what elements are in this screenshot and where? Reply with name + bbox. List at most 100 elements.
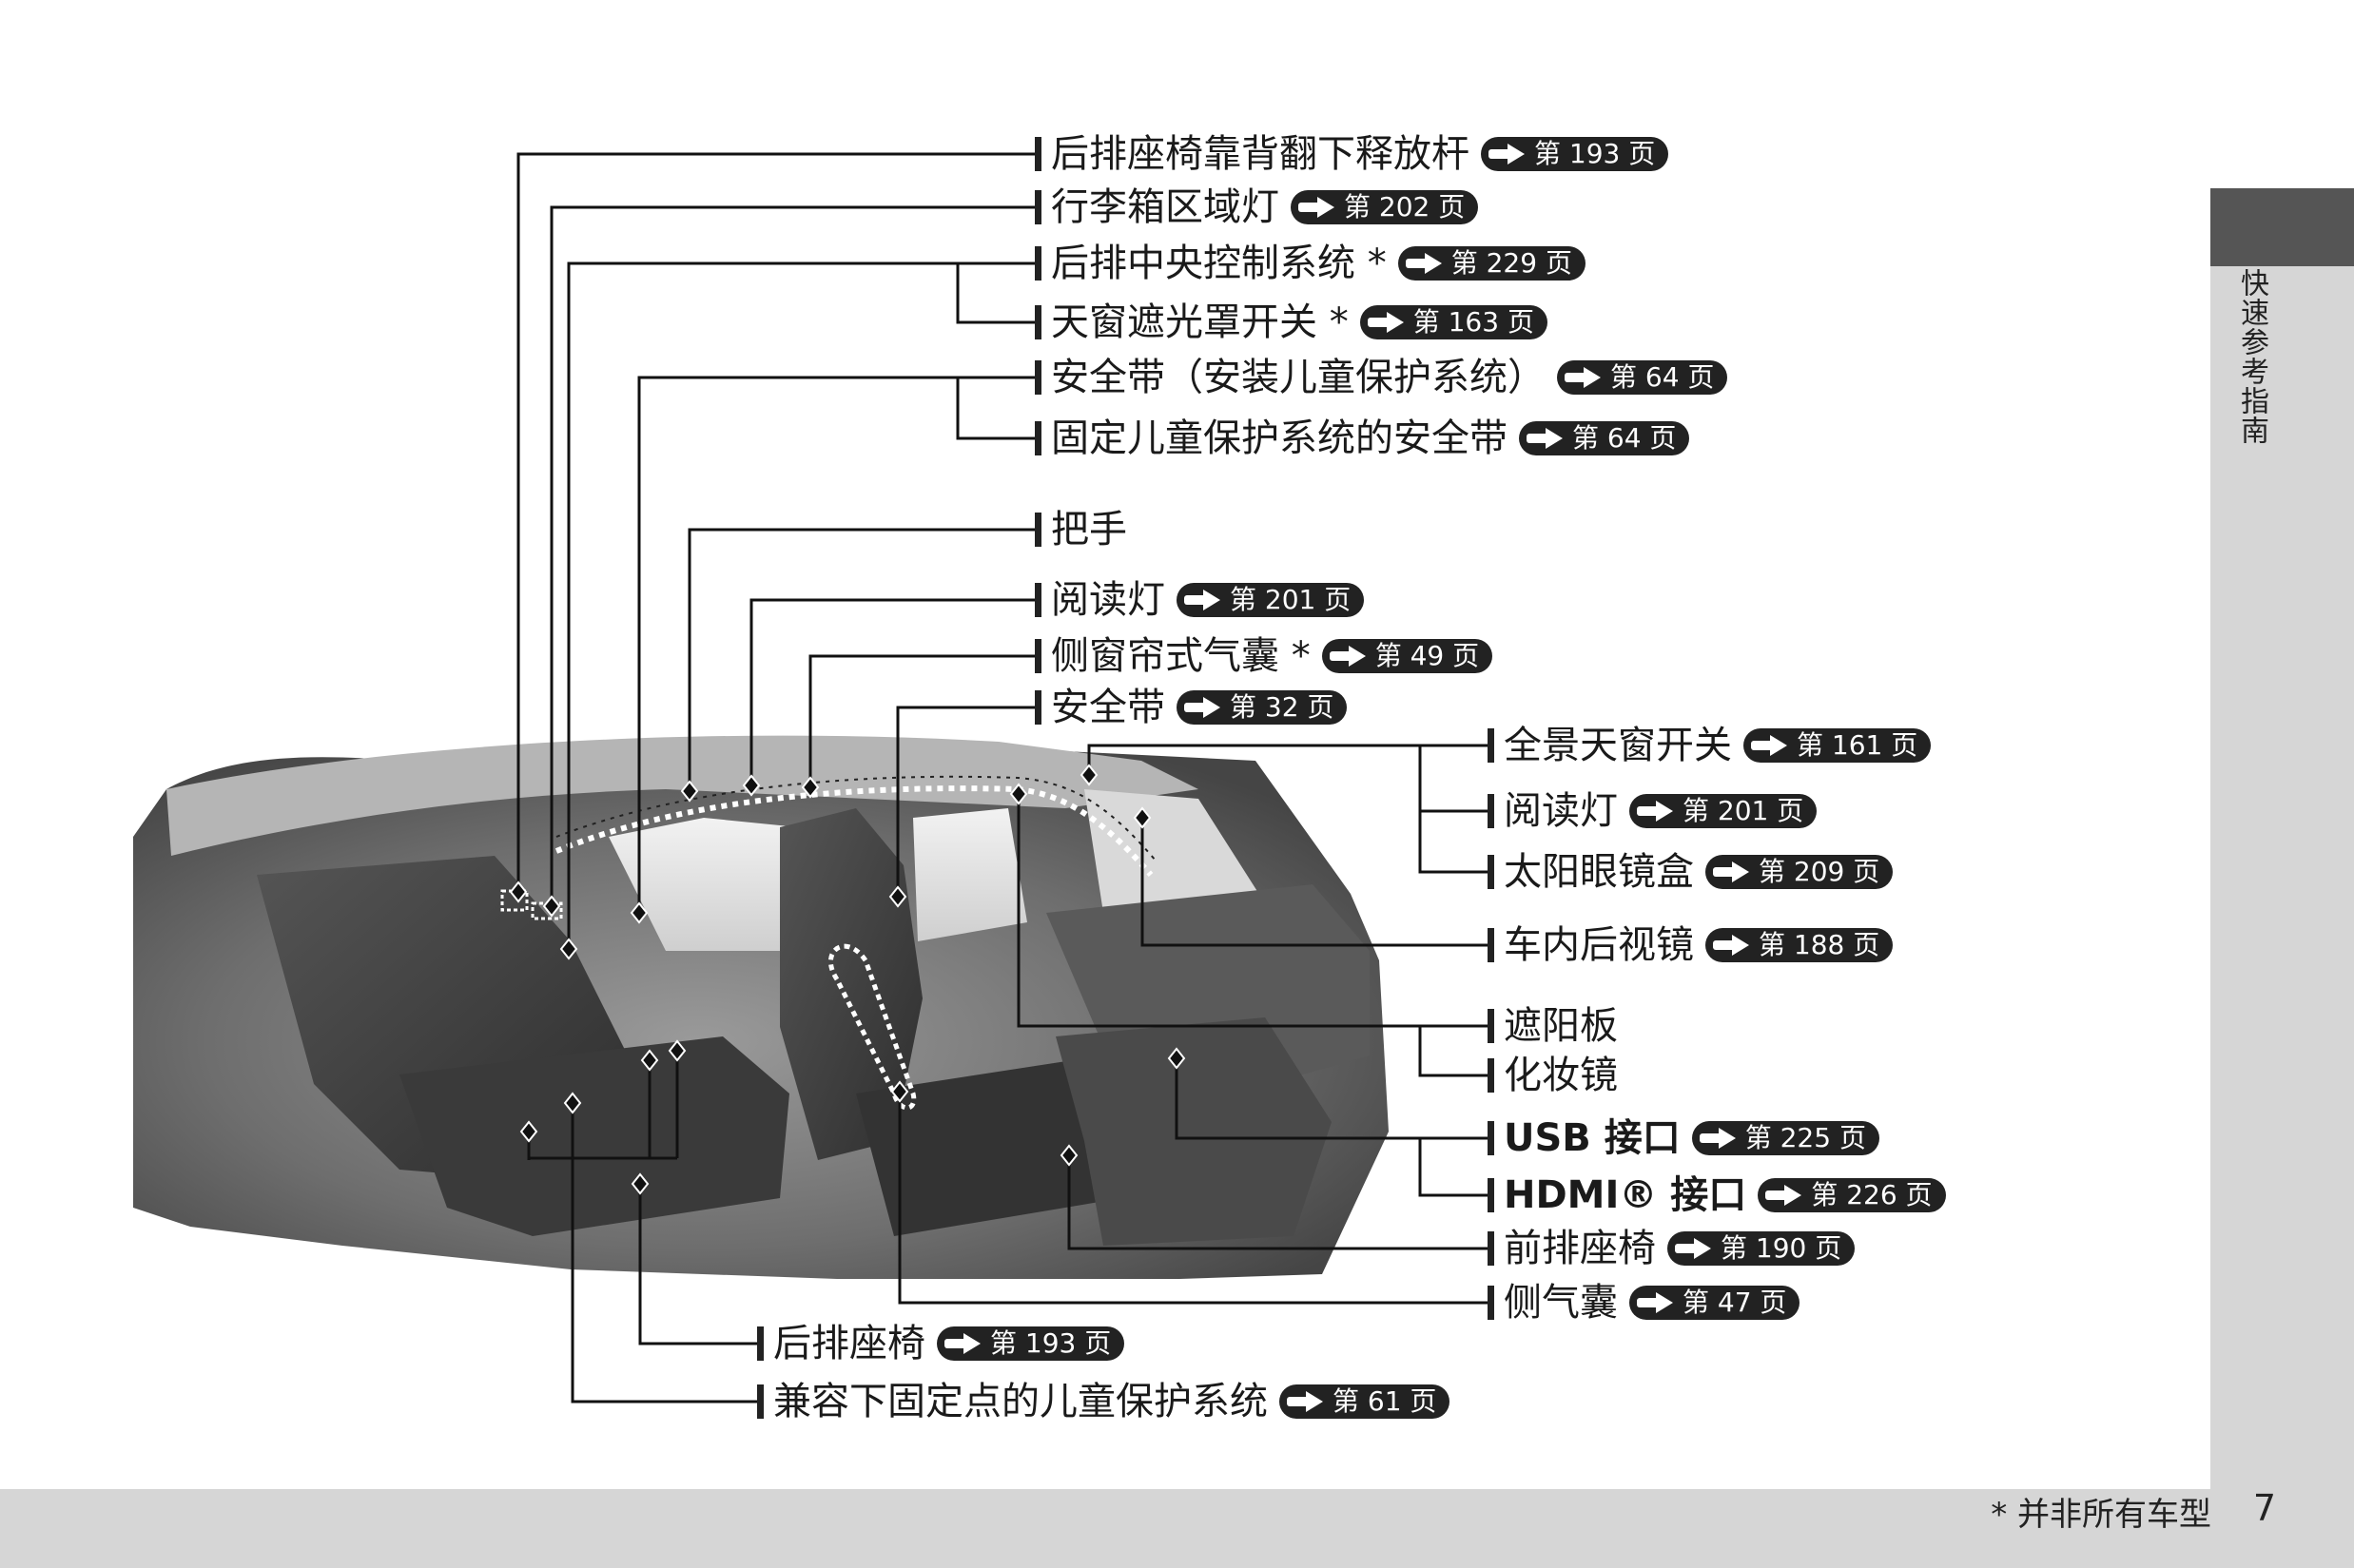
rear-side-window — [913, 808, 1027, 941]
leader-markers — [509, 764, 1186, 1195]
leader-grab-handle — [688, 528, 1039, 789]
arrow-right-icon — [1287, 1391, 1323, 1412]
label-text: HDMI® 接口 — [1504, 1173, 1747, 1217]
label-trunk-light: 行李箱区域灯 第 202 页 — [1035, 184, 1479, 230]
page-ref-link[interactable]: 第 64 页 — [1519, 421, 1690, 455]
arrow-right-icon — [1184, 697, 1220, 718]
leader-reading-light-front — [1418, 745, 1491, 813]
arrow-right-icon — [1298, 197, 1334, 218]
label-text: 安全带（安装儿童保护系统） — [1051, 356, 1546, 399]
label-text: USB 接口 — [1504, 1116, 1681, 1160]
page-ref-link[interactable]: 第 201 页 — [1629, 794, 1818, 828]
label-seatbelt-fixed-child: 固定儿童保护系统的安全带 第 64 页 — [1035, 416, 1690, 461]
page-ref-link[interactable]: 第 64 页 — [1557, 360, 1728, 395]
page-ref-link[interactable]: 第 49 页 — [1321, 639, 1493, 673]
page-ref-link[interactable]: 第 202 页 — [1291, 190, 1479, 224]
label-side-curtain-airbag: 侧窗帘式气囊 * 第 49 页 — [1035, 633, 1493, 679]
page-ref-link[interactable]: 第 201 页 — [1177, 583, 1365, 617]
label-bar — [1035, 513, 1041, 547]
page-ref-link[interactable]: 第 61 页 — [1279, 1384, 1450, 1419]
label-grab-handle: 把手 — [1035, 507, 1127, 552]
label-text: 太阳眼镜盒 — [1504, 850, 1694, 894]
label-bar — [1488, 1121, 1494, 1155]
windshield — [1084, 789, 1265, 913]
page-ref-link[interactable]: 第 193 页 — [937, 1326, 1125, 1361]
leader-side-curtain-airbag — [808, 654, 1039, 786]
arrow-right-icon — [1637, 1292, 1673, 1313]
center-console — [1056, 1017, 1332, 1246]
page-ref-link[interactable]: 第 163 页 — [1359, 305, 1547, 339]
page-ref-link[interactable]: 第 229 页 — [1397, 246, 1586, 281]
label-side-airbag: 侧气囊 第 47 页 — [1488, 1280, 1800, 1326]
label-rear-seatback-release: 后排座椅靠背翻下释放杆 第 193 页 — [1035, 131, 1669, 177]
page-ref-link[interactable]: 第 209 页 — [1705, 855, 1894, 889]
label-bar — [757, 1384, 764, 1419]
arrow-right-icon — [1184, 590, 1220, 610]
label-usb-port: USB 接口 第 225 页 — [1488, 1115, 1879, 1161]
label-bar — [1035, 690, 1041, 725]
leader-sun-visor — [1017, 791, 1491, 1028]
label-rearview-mirror: 车内后视镜 第 188 页 — [1488, 922, 1894, 968]
label-bar — [1035, 305, 1041, 339]
label-front-seat: 前排座椅 第 190 页 — [1488, 1226, 1856, 1271]
label-rear-seat: 后排座椅 第 193 页 — [757, 1321, 1125, 1366]
label-text: 安全带 — [1051, 686, 1165, 729]
side-tab — [2210, 188, 2354, 1489]
arrow-right-icon — [1329, 646, 1366, 667]
label-sun-visor: 遮阳板 — [1488, 1003, 1618, 1049]
label-bar — [1035, 421, 1041, 455]
arrow-right-icon — [1405, 253, 1442, 274]
label-text: 化妆镜 — [1504, 1054, 1618, 1097]
label-vanity-mirror: 化妆镜 — [1488, 1053, 1618, 1098]
label-hdmi-port: HDMI® 接口 第 226 页 — [1488, 1172, 1946, 1218]
leader-front-seat — [1067, 1155, 1491, 1250]
page-ref-link[interactable]: 第 225 页 — [1691, 1121, 1879, 1155]
leader-rear-center-control — [567, 261, 1039, 946]
label-sunshade-switch: 天窗遮光罩开关 * 第 163 页 — [1035, 300, 1547, 345]
front-seat-back — [780, 808, 923, 1160]
leader-sunglasses-holder — [1418, 811, 1491, 874]
side-tab-label: 快速参考指南 — [2235, 268, 2268, 445]
label-bar — [1035, 360, 1041, 395]
label-text: 行李箱区域灯 — [1051, 185, 1279, 229]
leader-panoramic-switch — [1087, 744, 1491, 770]
curtain-airbag-outline-inner — [555, 775, 1157, 861]
label-sunglasses-holder: 太阳眼镜盒 第 209 页 — [1488, 849, 1894, 895]
label-text: 车内后视镜 — [1504, 923, 1694, 967]
page-number: 7 — [2252, 1487, 2276, 1529]
arrow-right-icon — [1675, 1238, 1711, 1259]
leader-lines — [516, 152, 1491, 1403]
rear-seat-cushion — [399, 1036, 789, 1236]
arrow-right-icon — [1527, 428, 1563, 449]
arrow-right-icon — [1565, 367, 1601, 388]
label-text: 兼容下固定点的儿童保护系统 — [773, 1380, 1268, 1423]
label-reading-light-front: 阅读灯 第 201 页 — [1488, 788, 1818, 834]
arrow-right-icon — [1713, 935, 1749, 956]
arrow-right-icon — [1367, 312, 1404, 333]
page-ref-link[interactable]: 第 190 页 — [1667, 1231, 1856, 1266]
label-bar — [1035, 190, 1041, 224]
arrow-right-icon — [1765, 1185, 1802, 1206]
label-text: 后排座椅靠背翻下释放杆 — [1051, 132, 1469, 176]
label-lower-anchors: 兼容下固定点的儿童保护系统 第 61 页 — [757, 1379, 1450, 1424]
page-ref-link[interactable]: 第 193 页 — [1481, 137, 1669, 171]
label-rear-center-control: 后排中央控制系统 * 第 229 页 — [1035, 241, 1586, 286]
label-text: 后排座椅 — [773, 1322, 925, 1365]
label-seatbelt-child: 安全带（安装儿童保护系统） 第 64 页 — [1035, 355, 1728, 400]
page-ref-link[interactable]: 第 188 页 — [1705, 928, 1894, 962]
page-ref-link[interactable]: 第 226 页 — [1758, 1178, 1946, 1212]
page-ref-link[interactable]: 第 47 页 — [1629, 1286, 1800, 1320]
leader-side-airbag — [898, 1092, 1491, 1305]
label-seatbelt: 安全带 第 32 页 — [1035, 685, 1348, 730]
leader-rear-seat — [638, 1184, 761, 1345]
page-ref-link[interactable]: 第 161 页 — [1743, 728, 1932, 763]
label-bar — [1035, 639, 1041, 673]
arrow-right-icon — [1699, 1128, 1736, 1149]
roof-lining — [166, 735, 1198, 856]
label-bar — [757, 1326, 764, 1361]
label-bar — [1488, 1058, 1494, 1093]
leader-rearview-mirror — [1140, 818, 1491, 947]
label-text: 全景天窗开关 — [1504, 724, 1732, 767]
page-ref-link[interactable]: 第 32 页 — [1177, 690, 1348, 725]
